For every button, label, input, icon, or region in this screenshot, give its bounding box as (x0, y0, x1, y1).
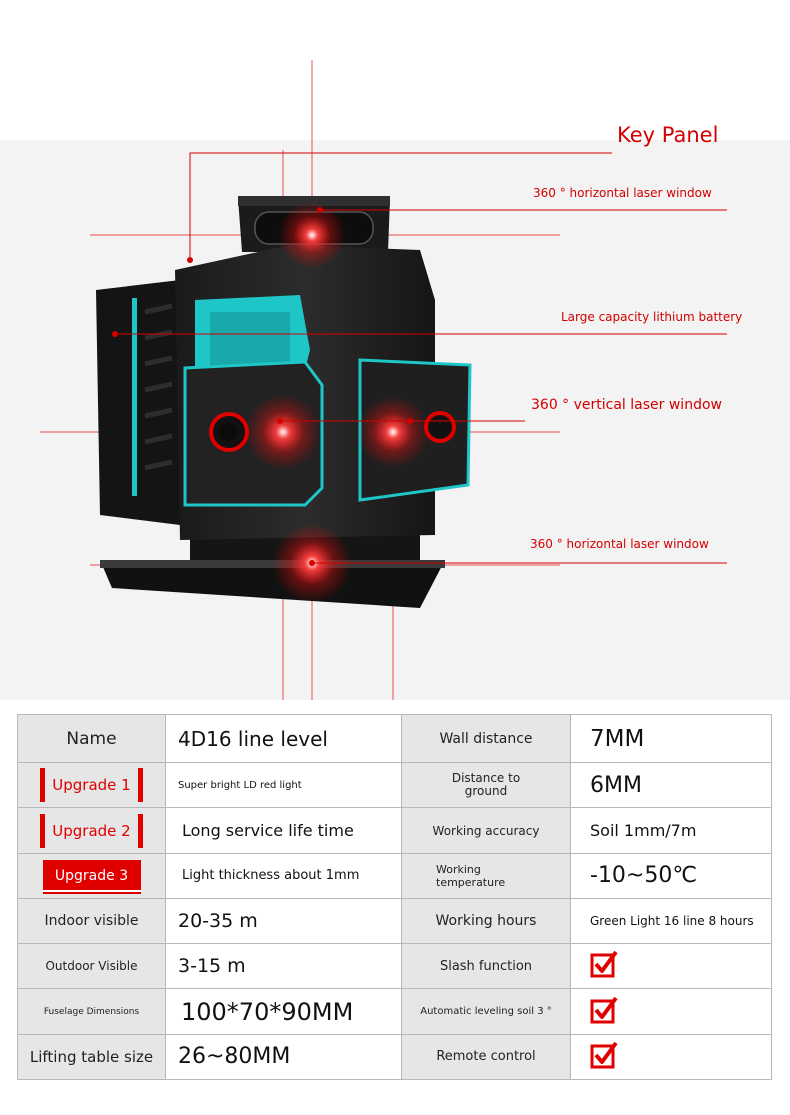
callout-vertical: 360 ° vertical laser window (531, 397, 722, 413)
spec-label: Working accuracy (401, 807, 571, 854)
spec-value: 3-15 m (165, 943, 402, 990)
check-icon (590, 996, 618, 1024)
spec-value: Soil 1mm/7m (570, 807, 772, 854)
upgrade-badge: Upgrade 3 (42, 859, 141, 892)
spec-label: Fuselage Dimensions (17, 988, 166, 1035)
callout-lines (115, 152, 727, 564)
spec-value: Long service life time (165, 807, 402, 854)
spec-label: Lifting table size (17, 1033, 166, 1081)
spec-label: Wall distance (401, 713, 571, 764)
spec-label: Working hours (401, 897, 571, 945)
callout-battery: Large capacity lithium battery (561, 310, 743, 324)
product-photo: Key Panel 360 ° horizontal laser window … (0, 60, 790, 700)
spec-value: Light thickness about 1mm (165, 852, 402, 899)
check-icon (590, 951, 618, 978)
spec-table: Name 4D16 line level Wall distance 7MM U… (17, 713, 772, 1081)
spec-value: 26~80MM (165, 1033, 402, 1081)
table-row: Indoor visible 20-35 m Working hours Gre… (17, 897, 772, 945)
spec-value: 4D16 line level (165, 713, 402, 764)
table-row: Upgrade 1 Super bright LD red light Dist… (17, 762, 772, 809)
spec-label: Automatic leveling soil 3 ° (401, 988, 571, 1035)
table-row: Name 4D16 line level Wall distance 7MM (17, 713, 772, 764)
table-row: Upgrade 3 Light thickness about 1mm Work… (17, 852, 772, 899)
laser-level-illustration (0, 60, 790, 700)
spec-value: Super bright LD red light (165, 762, 402, 809)
spec-value: 7MM (570, 713, 772, 764)
callout-key-panel: Key Panel (617, 123, 719, 147)
spec-label: Remote control (401, 1033, 571, 1081)
table-row: Upgrade 2 Long service life time Working… (17, 807, 772, 854)
callout-horizontal-top: 360 ° horizontal laser window (533, 186, 712, 200)
callout-dots (112, 207, 413, 566)
base-plate (100, 560, 445, 608)
spec-label: Name (17, 713, 166, 764)
spec-label: Distance to ground (451, 771, 521, 799)
spec-label: Indoor visible (17, 897, 166, 945)
table-row: Outdoor Visible 3-15 m Slash function (17, 943, 772, 990)
spec-label: Working temperature (436, 862, 506, 889)
upgrade-badge: Upgrade 1 (40, 768, 144, 803)
table-row: Lifting table size 26~80MM Remote contro… (17, 1033, 772, 1081)
spec-value: 100*70*90MM (165, 988, 402, 1035)
spec-value: 20-35 m (165, 897, 402, 945)
upgrade-badge: Upgrade 2 (40, 813, 144, 848)
battery-pack (96, 280, 180, 525)
table-row: Fuselage Dimensions 100*70*90MM Automati… (17, 988, 772, 1035)
spec-label: Slash function (401, 943, 571, 990)
spec-value: Green Light 16 line 8 hours (570, 897, 772, 945)
check-icon (590, 1041, 618, 1069)
spec-value: -10~50℃ (570, 852, 772, 899)
callout-horizontal-bottom: 360 ° horizontal laser window (530, 537, 709, 551)
spec-value: 6MM (570, 762, 772, 809)
spec-label: Outdoor Visible (17, 943, 166, 990)
